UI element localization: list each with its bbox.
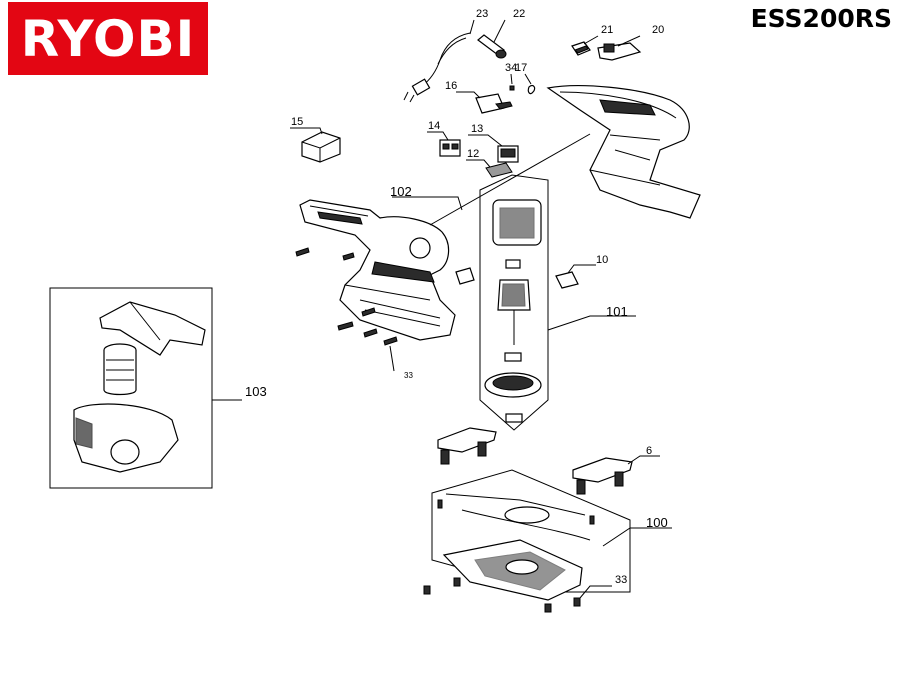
brush-cap-part (555, 271, 579, 289)
terminal-block-part (439, 139, 461, 157)
motor-assembly-frame (479, 174, 549, 431)
callout-100: 100 (646, 515, 668, 530)
callout-33-upper: 33 (404, 371, 413, 380)
callout-16: 16 (445, 80, 457, 92)
callout-13: 13 (471, 123, 483, 135)
plug-part (455, 267, 475, 285)
switch-lever-part (597, 42, 642, 61)
callout-14: 14 (428, 120, 440, 132)
screws-part (295, 247, 398, 346)
power-cord-part (403, 32, 471, 103)
housing-half-part (546, 85, 701, 219)
callout-17: 17 (515, 62, 527, 74)
callout-21: 21 (601, 24, 613, 36)
dust-collection-group (49, 287, 213, 489)
switch-part (475, 93, 513, 114)
capacitor-part (485, 162, 513, 178)
sander-body-part (299, 199, 456, 341)
brush-holder-part (497, 145, 519, 163)
brand-logo: RYOBI (8, 2, 208, 75)
callout-33-lower: 33 (615, 574, 627, 586)
callout-102: 102 (390, 184, 412, 199)
base-plate-group (423, 427, 633, 613)
callout-34: 34 (505, 62, 517, 74)
callout-103: 103 (245, 384, 267, 399)
brand-logo-text: RYOBI (20, 9, 196, 68)
callout-20: 20 (652, 24, 664, 36)
model-number: ESS200RS (750, 4, 892, 33)
screw-small-part (509, 85, 515, 91)
filter-pad-part (301, 131, 341, 163)
strain-relief-part (477, 34, 507, 59)
callout-22: 22 (513, 8, 525, 20)
callout-15: 15 (291, 116, 303, 128)
callout-12: 12 (467, 148, 479, 160)
callout-101: 101 (606, 304, 628, 319)
spring-clip-part (527, 84, 536, 95)
callout-6: 6 (646, 445, 652, 457)
leader-lines (212, 19, 672, 599)
switch-cap-part (571, 41, 591, 56)
callout-23: 23 (476, 8, 488, 20)
callout-10: 10 (596, 254, 608, 266)
